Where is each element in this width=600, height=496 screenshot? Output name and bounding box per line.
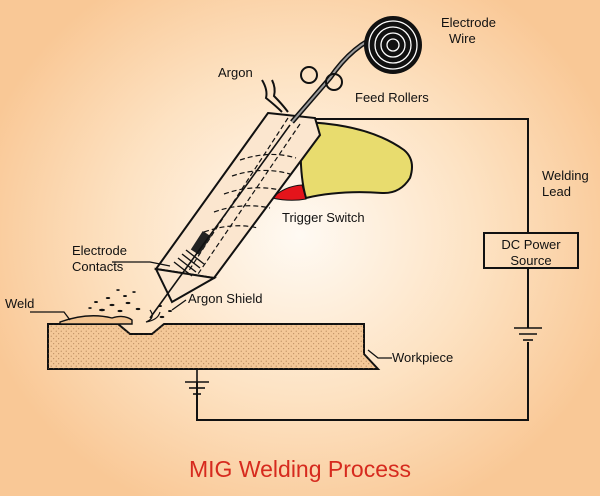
electrode-wire-label-line1: Electrode [441, 15, 496, 30]
argon-label: Argon [218, 65, 253, 80]
dc-power-source-label-line2: Source [510, 253, 552, 268]
electrode-wire-label-line2: Wire [449, 31, 476, 46]
electrode-wire-label: Electrode Wire [441, 15, 496, 47]
trigger-switch-label: Trigger Switch [282, 210, 365, 225]
ground-symbol-power [514, 327, 542, 341]
welding-lead-label: Welding Lead [542, 168, 589, 200]
ground-symbol-workpiece [185, 369, 209, 395]
workpiece-label: Workpiece [392, 350, 454, 365]
feed-rollers-label: Feed Rollers [355, 90, 429, 105]
argon-shield-label: Argon Shield [188, 291, 263, 306]
dc-power-source-box [483, 232, 579, 269]
electrode-contacts-label-line2: Contacts [72, 259, 124, 274]
diagram-title: MIG Welding Process [189, 456, 411, 482]
gun-handle [299, 120, 413, 200]
dc-power-source-label: DC Power Source [486, 237, 576, 269]
leader-lines [30, 261, 392, 359]
wire-spool [364, 16, 422, 74]
feed-rollers [300, 66, 343, 91]
welding-lead-label-line1: Welding [542, 168, 589, 183]
arc-spark [145, 309, 161, 323]
argon-inlet-pipe [261, 79, 283, 113]
weld-label: Weld [5, 296, 35, 311]
argon-shield-spatter [88, 289, 172, 319]
welding-lead-wire [196, 118, 529, 421]
weld-bead [59, 315, 133, 325]
welding-lead-label-line2: Lead [542, 184, 571, 199]
electrode-contacts-label-line1: Electrode [72, 243, 127, 258]
welding-gun [154, 111, 322, 304]
dc-power-source-label-line1: DC Power [501, 237, 561, 252]
electrode-contacts-label: Electrode Contacts [72, 243, 127, 275]
